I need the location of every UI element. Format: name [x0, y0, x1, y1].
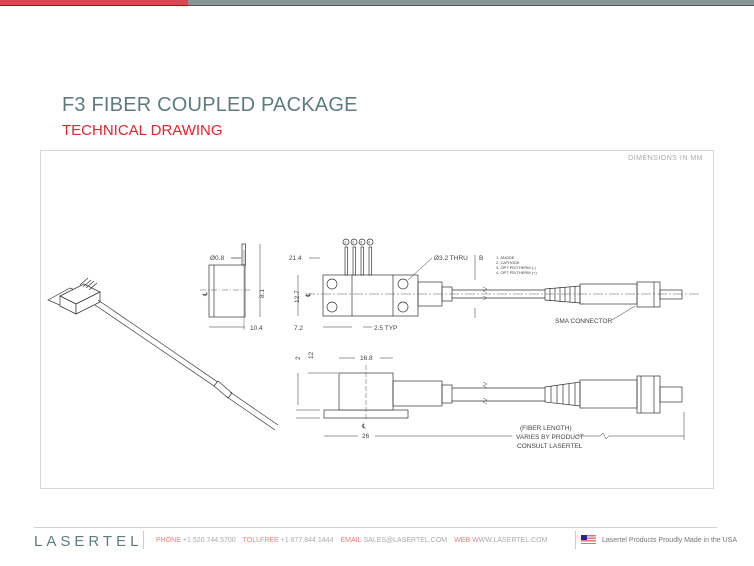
web-label: WEB: [454, 537, 471, 544]
sma-connector-top: [544, 281, 683, 308]
sma-connector-label: SMA CONNECTOR: [555, 318, 613, 325]
dim-base-length: 26: [362, 433, 370, 440]
pin-legend-item: 3. OPT PD/THERM (-): [496, 265, 536, 270]
fiber-note-line: CONSULT LASERTEL: [517, 443, 583, 450]
dim-offset: 7.2: [294, 325, 303, 332]
dim-h2: 2: [295, 356, 302, 360]
footer-divider: [34, 527, 717, 528]
footer-separator: [143, 531, 144, 549]
dim-h12: 12: [308, 351, 315, 359]
header-bar-red: [0, 0, 192, 6]
footer-separator: [575, 531, 576, 549]
section-b: B: [479, 255, 483, 262]
centerline-mark-top: ℄: [305, 292, 312, 298]
dim-height: 8.1: [259, 289, 266, 298]
tollfree-value[interactable]: +1 877.844.1444: [280, 537, 334, 544]
pin-legend-item: 4. OPT PD/THERM (+): [496, 270, 537, 275]
phone-value[interactable]: +1 520.744.5700: [182, 537, 236, 544]
header-bar-gray: [188, 0, 754, 6]
fiber-note-line: (FIBER LENGTH): [520, 425, 572, 432]
dim-pin-pitch: 2.5 TYP: [374, 325, 397, 332]
pins: [342, 238, 374, 276]
dim-body-length: 16.8: [360, 355, 373, 362]
dim-length: 21.4: [289, 255, 302, 262]
top-view: [297, 238, 700, 328]
fiber-note-line: VARIES BY PRODUCT: [516, 434, 584, 441]
dim-width: 10.4: [250, 325, 263, 332]
centerline-mark: ℄: [202, 291, 209, 297]
web-link[interactable]: WWW.LASERTEL.COM: [472, 537, 548, 544]
centerline-mark-front: ℄: [361, 423, 367, 430]
isometric-view: [47, 277, 279, 431]
dim-body-width: 12.7: [294, 290, 301, 303]
email-label: EMAIL: [340, 537, 362, 544]
made-in-usa-text: Lasertel Products Proudly Made in the US…: [602, 537, 738, 544]
drawing-frame: DIMENSIONS IN MM: [40, 150, 714, 489]
email-link[interactable]: SALES@LASERTEL.COM: [363, 537, 448, 544]
pin-number: 3: [360, 240, 363, 245]
dim-hole: Ø3.2 THRU: [434, 255, 468, 262]
pin-legend-item: 1. ANODE: [496, 255, 515, 260]
page-title: F3 FIBER COUPLED PACKAGE: [62, 94, 358, 116]
tollfree-label: TOLLFREE: [242, 537, 279, 544]
side-view: [200, 243, 261, 330]
pin-number: 2: [352, 240, 355, 245]
page-subtitle: TECHNICAL DRAWING: [62, 122, 223, 139]
pin-legend-item: 2. CATHODE: [496, 260, 520, 265]
pin-number: 4: [368, 240, 371, 245]
front-view: [296, 357, 685, 440]
footer-contact: PHONE+1 520.744.5700 TOLLFREE+1 877.844.1…: [156, 537, 570, 544]
units-note: DIMENSIONS IN MM: [628, 155, 703, 162]
pin-number: 1: [344, 240, 347, 245]
phone-label: PHONE: [156, 537, 181, 544]
footer-logo: LASERTEL: [34, 533, 143, 550]
us-flag-icon: [581, 535, 596, 544]
dim-pin-diameter: Ø0.8: [210, 255, 224, 262]
